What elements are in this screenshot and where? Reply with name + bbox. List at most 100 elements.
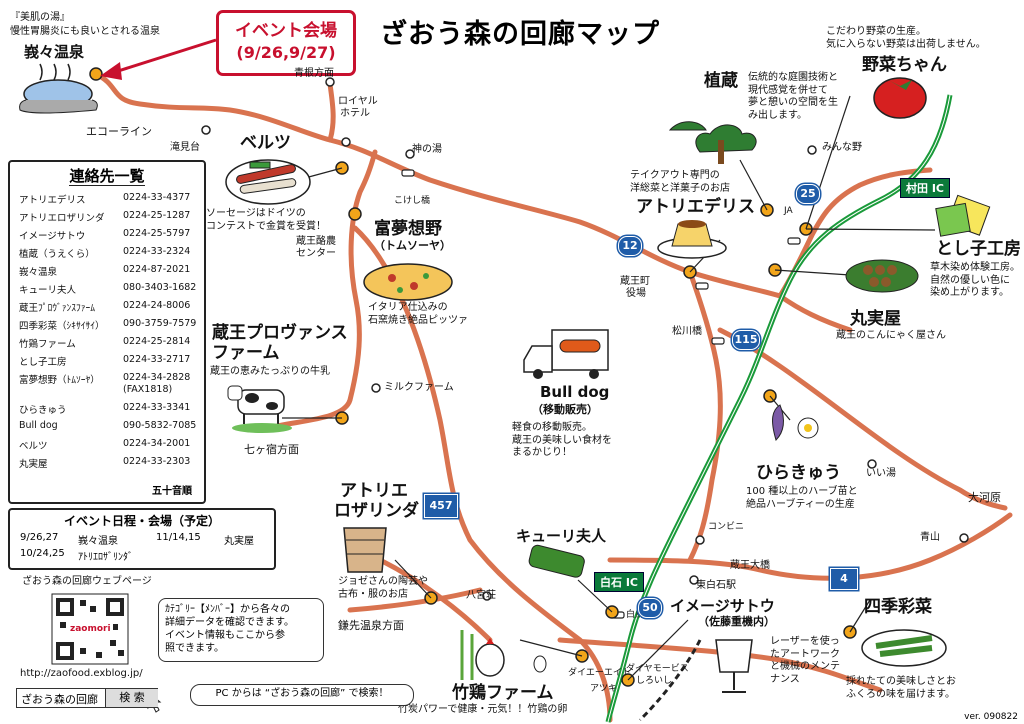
contact-row: 四季彩菜（ｼｷｻｲｻｲ）090-3759-7579 [19, 318, 197, 332]
label-milk: ミルクファーム [384, 382, 454, 393]
expressway-centerline [607, 94, 951, 723]
pizza-illustration [363, 263, 453, 301]
sausage-illustration [225, 159, 311, 205]
provence-desc: 蔵王の恵みたっぷりの牛乳 [210, 366, 330, 377]
search-input[interactable]: ざおう森の回廊 [21, 693, 98, 706]
version-label: ver. 090822 [964, 712, 1018, 722]
rosalinda-desc: ジョゼさんの陶芸や古布・服のお店 [338, 576, 428, 600]
shikisai-name: 四季彩菜 [864, 597, 932, 617]
shield-route-50: 50 [638, 598, 662, 618]
event-venue-callout: イベント会場 (9/26,9/27) [216, 10, 356, 76]
yasaichan-desc: こだわり野菜の生産。気に入らない野菜は出荷しません。 [826, 26, 986, 50]
erides-desc: テイクアウト専門の洋総菜と洋菓子のお店 [630, 170, 730, 194]
web-heading: ざおう森の回廊ウェブページ [22, 576, 152, 587]
events-panel: イベント日程・会場（予定） 9/26,27 峩々温泉 11/14,15 丸実屋 … [8, 508, 276, 570]
web-info-bubble: ｶﾃｺﾞﾘｰ【ﾒﾝﾊﾞｰ】から各々の 詳細データを確認できます。 イベント情報も… [158, 598, 324, 662]
pottery-illustration [343, 527, 387, 573]
label-konbini: コンビニ [708, 522, 745, 532]
image-sato-name: イメージサトウ [670, 597, 775, 615]
label-ace: アツキ [590, 684, 618, 694]
rosalinda-name1: アトリエ [340, 481, 408, 501]
beltz-desc: ソーセージはドイツのコンテストで金賞を受賞！ [206, 208, 326, 232]
shield-route-115: 115 [732, 330, 760, 350]
curie-name: キューリ夫人 [516, 527, 607, 545]
truck-illustration [523, 329, 609, 379]
qr-code [51, 593, 129, 665]
label-gasstation1: ダイヤモービス [626, 664, 689, 674]
shield-route-457: 457 [424, 494, 458, 518]
website-url-link[interactable]: http://zaofood.exblog.jp/ [20, 668, 143, 679]
pc-search-hint: PC からは “ざおう森の回廊” で検索！ [190, 684, 414, 706]
label-higashishiroishi: 東白石駅 [696, 580, 736, 591]
search-bar: ざおう森の回廊 検 索 [16, 688, 158, 708]
label-yakuba2: 役場 [626, 288, 646, 299]
label-ogawara: 大河原 [968, 491, 1001, 504]
contact-row: 富夢想野（ﾄﾑｿｰﾔ）0224-34-2828 [19, 372, 191, 386]
cow-illustration [227, 385, 292, 433]
label-ecoline: エコーライン [86, 125, 152, 138]
provence-name1: 蔵王プロヴァンス [212, 323, 348, 343]
label-zaodaimon: 蔵王大橋 [730, 560, 770, 571]
label-yakuba1: 蔵王町 [620, 276, 650, 287]
sign-murata-ic: 村田 IC [900, 178, 950, 198]
tomsawyer-desc: イタリア仕込みの石窯焼き絶品ピッツァ [368, 302, 468, 326]
label-minnano: みんな野 [822, 142, 862, 153]
vegetable-plate-illustration [861, 629, 947, 667]
hirakyu-name: ひらきゅう [756, 463, 841, 483]
shield-route-4: 4 [830, 568, 858, 590]
event-date: 11/14,15 [156, 532, 201, 543]
landmark-circles [201, 77, 969, 601]
event-date: 9/26,27 [20, 532, 59, 543]
herb-illustration [772, 404, 819, 441]
tomsawyer-sub: （トムソーヤ） [374, 239, 451, 252]
onsen-tagline2: 慢性胃腸炎にも良いとされる温泉 [10, 26, 160, 37]
fabric-illustration [935, 194, 991, 237]
roads [93, 71, 1013, 723]
hirakyu-desc: 100 種以上のハーブ苗と絶品ハーブティーの生産 [746, 486, 858, 510]
toshiko-name: とし子工房 [936, 239, 1021, 259]
label-aone: 青根方面 [294, 68, 334, 79]
label-matsukawa: 松川橋 [672, 326, 702, 337]
callout-arrowhead [100, 62, 122, 80]
rosalinda-name2: ロザリンダ [334, 501, 419, 521]
label-ja: JA [784, 206, 793, 216]
label-iiyu: いい湯 [866, 468, 896, 479]
provence-name2: ファーム [212, 343, 280, 363]
image-sato-sub: （佐藤重機内） [698, 615, 775, 628]
label-kokeshi: こけし橋 [394, 196, 431, 206]
label-rakuno2: センター [296, 248, 336, 259]
shield-route-25: 25 [796, 184, 820, 204]
beltz-name: ベルツ [240, 133, 291, 153]
onsen-tagline1: 『美肌の湯』 [10, 12, 70, 23]
search-button[interactable]: 検 索 [105, 689, 158, 707]
glass-illustration [715, 639, 753, 693]
image-sato-desc: レーザーを使ったアートワークと機械のメンテナンス [770, 636, 840, 685]
pudding-illustration [657, 220, 727, 259]
tomato-illustration [873, 77, 927, 119]
uekura-name: 植蔵 [704, 71, 738, 91]
callout-arrow-line [114, 38, 217, 74]
event-place: 丸実屋 [224, 536, 254, 547]
shikisai-desc: 採れたての美味しさとおふくろの味を届けます。 [846, 676, 956, 700]
label-nanakashuku: 七ヶ宿方面 [244, 443, 299, 456]
label-kaminoyu: 神の湯 [412, 144, 442, 155]
label-rakuno1: 蔵王酪農 [296, 236, 336, 247]
sign-shiroishi-ic: 白石 IC [594, 572, 644, 592]
label-royal1: ロイヤル [338, 96, 378, 107]
qr-code-text: zaomori [68, 624, 113, 635]
contact-row: 植蔵（うえくら）0224-33-2324 [19, 246, 191, 260]
bulldog-desc: 軽食の移動販売。蔵王の美味しい食材をまるかじり！ [512, 422, 612, 458]
uekura-desc: 伝統的な庭園技術と現代感覚を併せて夢と憩いの空間を生み出します。 [748, 72, 838, 121]
